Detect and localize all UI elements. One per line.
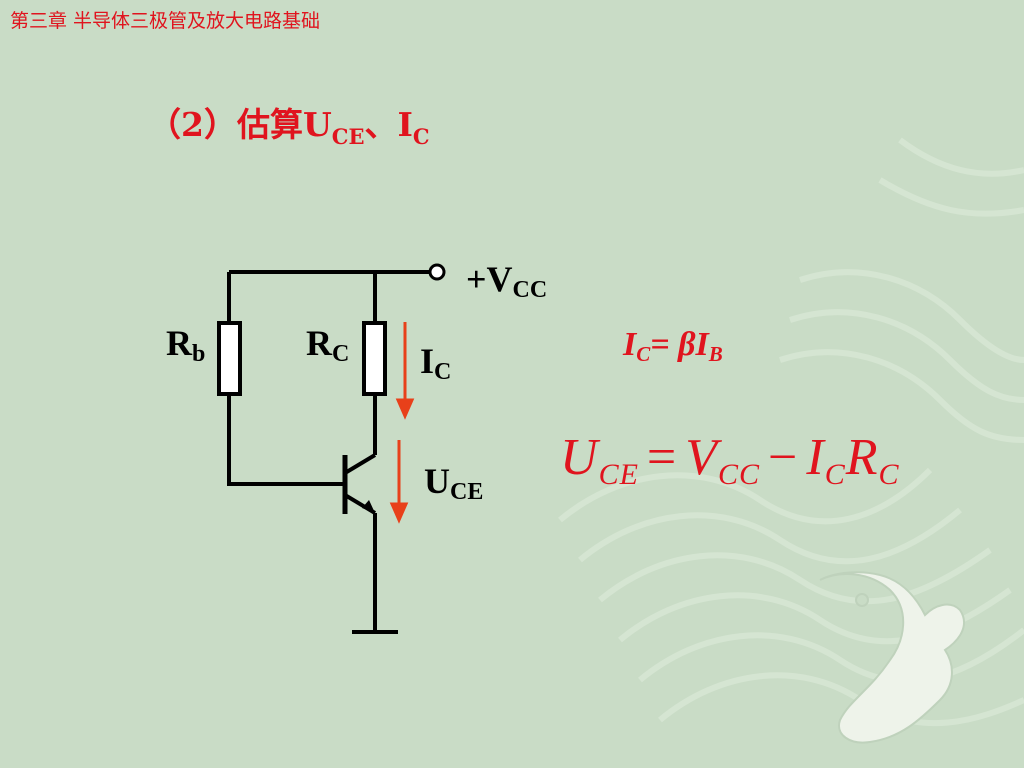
dragon-watermark-icon bbox=[819, 571, 965, 744]
heading-sep: 、I bbox=[364, 105, 413, 144]
uce-formula-eq: = bbox=[646, 429, 678, 486]
ic-formula: IC= βIB bbox=[623, 326, 723, 367]
uce-formula-r: R bbox=[845, 429, 879, 486]
rc-label: RC bbox=[306, 322, 349, 368]
ic-formula-beta: β bbox=[678, 326, 696, 363]
uce-arrow-head bbox=[389, 502, 409, 524]
vcc-label: +VCC bbox=[466, 258, 547, 304]
uce-formula-v-sub: CC bbox=[718, 458, 761, 491]
uce-label: UCE bbox=[424, 460, 483, 506]
ic-arrow-head bbox=[395, 398, 415, 420]
emitter-arrow bbox=[362, 500, 375, 513]
rc-sub: C bbox=[332, 341, 350, 367]
uce-sub: CE bbox=[450, 479, 484, 505]
ic-main: I bbox=[420, 341, 435, 381]
rb-resistor bbox=[217, 321, 242, 396]
uce-formula-u-sub: CE bbox=[598, 458, 639, 491]
ic-formula-rhs-sub: B bbox=[708, 342, 723, 366]
section-heading: （2）估算UCE、IC bbox=[148, 98, 430, 149]
uce-main: U bbox=[424, 461, 450, 501]
uce-formula-minus: − bbox=[768, 429, 799, 486]
uce-formula: UCE=VCC−ICRC bbox=[560, 428, 899, 492]
uce-formula-v: V bbox=[685, 429, 718, 486]
vcc-sub: CC bbox=[512, 277, 548, 303]
uce-formula-u: U bbox=[560, 429, 599, 486]
uce-formula-i-sub: C bbox=[824, 458, 846, 491]
chapter-title: 第三章 半导体三极管及放大电路基础 bbox=[10, 10, 321, 32]
ic-sub: C bbox=[434, 359, 452, 385]
rb-bottom-wire bbox=[227, 394, 345, 486]
heading-sub-ic: C bbox=[412, 124, 430, 149]
rb-main: R bbox=[166, 323, 192, 363]
ic-formula-lhs-sub: C bbox=[636, 342, 651, 366]
uce-formula-i: I bbox=[806, 429, 825, 486]
vcc-terminal bbox=[428, 263, 446, 281]
rb-sub: b bbox=[192, 341, 206, 367]
ic-label: IC bbox=[420, 340, 451, 386]
ic-formula-rhs: I bbox=[695, 326, 709, 363]
rb-label: Rb bbox=[166, 322, 205, 368]
uce-formula-r-sub: C bbox=[878, 458, 900, 491]
rc-main: R bbox=[306, 323, 332, 363]
heading-prefix: （2）估算U bbox=[148, 105, 332, 144]
collector-line bbox=[343, 453, 377, 475]
heading-sub-uce: CE bbox=[331, 124, 365, 149]
vcc-main: +V bbox=[466, 259, 513, 299]
ic-formula-eq: = bbox=[650, 326, 679, 363]
ic-formula-lhs: I bbox=[623, 326, 637, 363]
rc-resistor bbox=[362, 321, 387, 396]
